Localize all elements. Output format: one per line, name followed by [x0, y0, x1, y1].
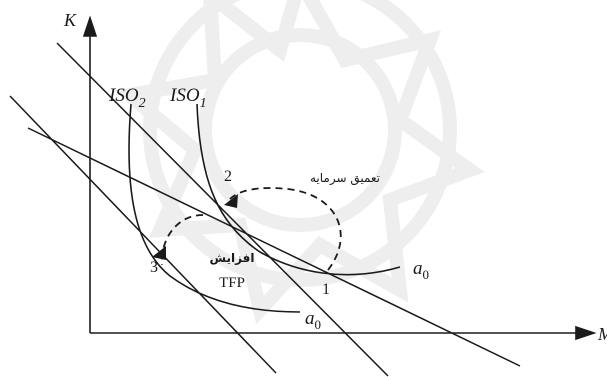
isoquant-iso1-label: ISO1 [169, 85, 207, 111]
arrowhead-point-3 [152, 246, 166, 260]
budget-line-steep-lower [9, 95, 277, 374]
isoquant-iso1-curve [196, 103, 401, 276]
isoquant-iso2-curve [128, 103, 301, 313]
dashed-movement-arc [228, 187, 342, 271]
y-axis-label: K [63, 10, 77, 30]
isoquant-iso2-label: ISO2 [108, 85, 146, 111]
y-axis-arrowhead [82, 15, 98, 37]
point-label-2: 2 [224, 168, 232, 185]
arrowhead-point-2 [224, 194, 238, 208]
point-label-3: 3 [150, 259, 158, 276]
x-axis-arrowhead [575, 325, 597, 341]
line-label-a0-lower: a0 [305, 308, 321, 332]
point-label-1: 1 [322, 281, 330, 298]
line-label-a0-upper: a0 [413, 258, 429, 282]
annotation-tfp-increase-line2: TFP [219, 275, 245, 291]
budget-line-steep-upper [56, 42, 389, 377]
annotation-tfp-increase-line1: افزایش [209, 251, 254, 265]
budget-line-flat [27, 127, 521, 367]
x-axis-label: M [597, 324, 607, 344]
isoquant-curves [128, 103, 401, 313]
watermark-rosette [114, 0, 485, 325]
axes [82, 15, 597, 341]
straight-lines [9, 42, 521, 377]
annotation-capital-deepening: تعمیق سرمایه [310, 171, 380, 186]
